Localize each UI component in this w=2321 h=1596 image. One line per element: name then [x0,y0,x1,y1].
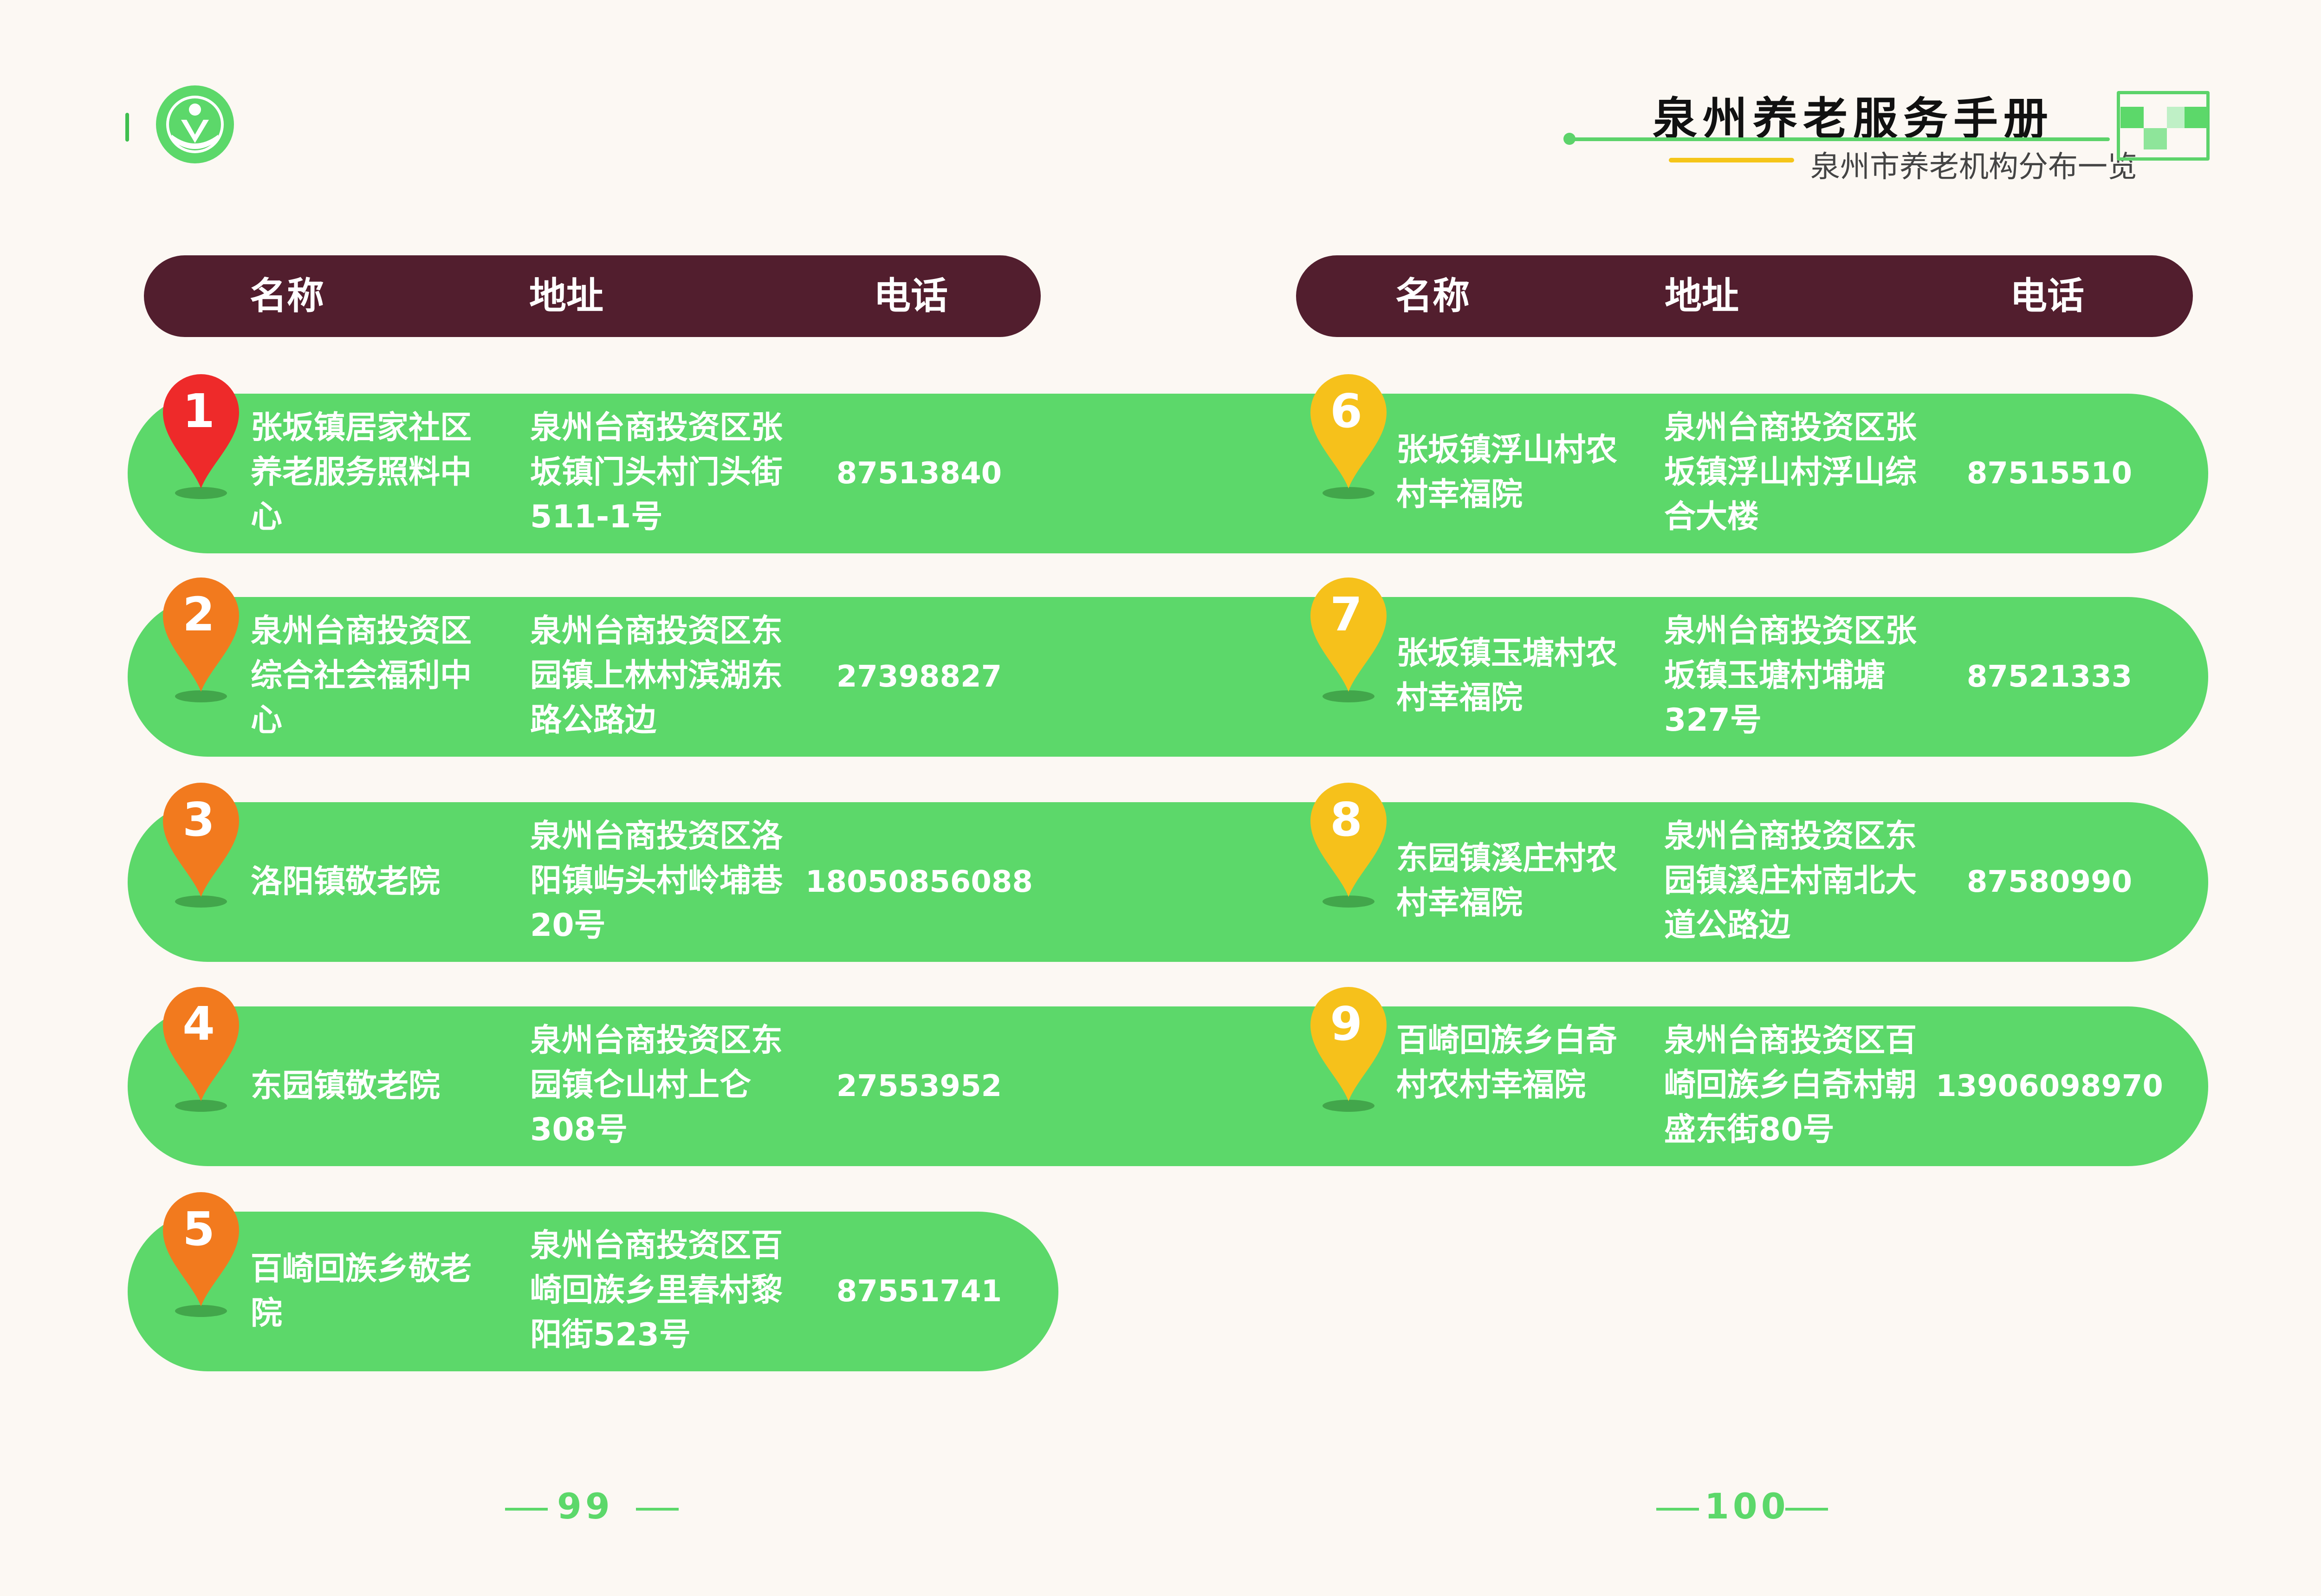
facility-name: 洛阳镇敬老院 [251,863,441,900]
brand-pixel-box [2117,91,2210,161]
pin-number: 1 [182,384,215,438]
facility-phone: 87580990 [1966,865,2133,899]
header-phone: 电话 [2010,274,2084,318]
pin-number: 3 [182,792,215,847]
pin-number: 4 [182,997,215,1051]
page-number-left: 99 [557,1486,614,1527]
table-row [128,394,2208,553]
header-name: 名称 [1395,274,1470,318]
brand-divider [1571,137,2110,141]
facility-name: 东园镇敬老院 [251,1068,441,1104]
facility-name: 百崎回族乡敬老院 [251,1251,472,1332]
pin-marker-icon [163,374,239,499]
brand-subtitle: 泉州市养老机构分布一览 [1810,150,2137,184]
brand-pixel [2120,107,2144,128]
pin-marker-icon [1310,577,1387,702]
elderly-care-logo-icon [156,85,234,163]
brand-title: 泉州养老服务手册 [1653,92,2054,145]
facility-phone: 87513840 [836,456,1002,491]
pin-number: 8 [1330,792,1362,847]
header-phone: 电话 [874,274,948,318]
facility-phone: 87521333 [1966,660,2133,694]
facility-address: 泉州台商投资区东园镇仑山村上仑308号 [530,1022,783,1148]
facility-address: 泉州台商投资区张坂镇浮山村浮山综合大楼 [1664,409,1917,535]
brand-yellow-accent [1669,158,1794,162]
page-number-rule [636,1508,679,1511]
facility-name: 泉州台商投资区综合社会福利中心 [251,613,472,739]
pin-marker-icon [163,577,239,702]
table-header-left: 名称 地址 电话 [144,255,1041,337]
facility-address: 泉州台商投资区张坂镇门头村门头街511-1号 [530,409,783,535]
pin-marker-icon [1310,783,1387,908]
facility-phone: 18050856088 [805,865,1033,899]
facility-phone: 87551741 [836,1274,1002,1309]
table-row [128,1212,1058,1371]
facility-name: 张坂镇浮山村农村幸福院 [1396,432,1618,513]
header-address: 地址 [1665,274,1739,318]
facility-address: 泉州台商投资区百崎回族乡白奇村朝盛东街80号 [1664,1022,1917,1148]
pin-number: 7 [1330,587,1362,642]
pin-marker-icon [163,1192,239,1317]
pin-marker-icon [163,783,239,908]
facility-address: 泉州台商投资区东园镇上林村滨湖东路公路边 [530,613,783,739]
brand-pixel [2144,128,2167,149]
facility-phone: 27553952 [836,1069,1002,1103]
brand-pixel [2185,107,2208,128]
pin-number: 2 [182,587,215,642]
facility-phone: 13906098970 [1936,1069,2163,1103]
facility-name: 东园镇溪庄村农村幸福院 [1396,840,1618,921]
facility-name: 张坂镇居家社区养老服务照料中心 [251,409,472,535]
facility-address: 泉州台商投资区百崎回族乡里春村黎阳街523号 [530,1227,783,1353]
pin-number: 9 [1330,997,1362,1051]
table-row [128,802,2208,962]
pin-marker-icon [163,987,239,1112]
logo-accent-bar [125,113,129,142]
pin-number: 6 [1330,384,1362,438]
pin-marker-icon [1310,374,1387,499]
page-number-rule [1785,1508,1828,1511]
table-row [128,597,2208,757]
page-number-right: 100 [1705,1486,1789,1527]
facility-name: 张坂镇玉塘村农村幸福院 [1396,635,1618,716]
facility-name: 百崎回族乡白奇村农村幸福院 [1396,1022,1618,1103]
header-name: 名称 [250,274,324,318]
page-number-rule [505,1508,548,1511]
table-row [128,1006,2208,1166]
page-number-rule [1656,1508,1699,1511]
facility-phone: 27398827 [836,660,1002,694]
table-header-right: 名称 地址 电话 [1296,255,2193,337]
facility-address: 泉州台商投资区东园镇溪庄村南北大道公路边 [1664,818,1917,944]
facility-address: 泉州台商投资区张坂镇玉塘村埔塘327号 [1664,613,1917,739]
pin-number: 5 [182,1202,215,1256]
header-address: 地址 [529,274,603,318]
pin-marker-icon [1310,987,1387,1112]
facility-phone: 87515510 [1966,456,2133,491]
facility-address: 泉州台商投资区洛阳镇屿头村岭埔巷20号 [530,818,783,944]
